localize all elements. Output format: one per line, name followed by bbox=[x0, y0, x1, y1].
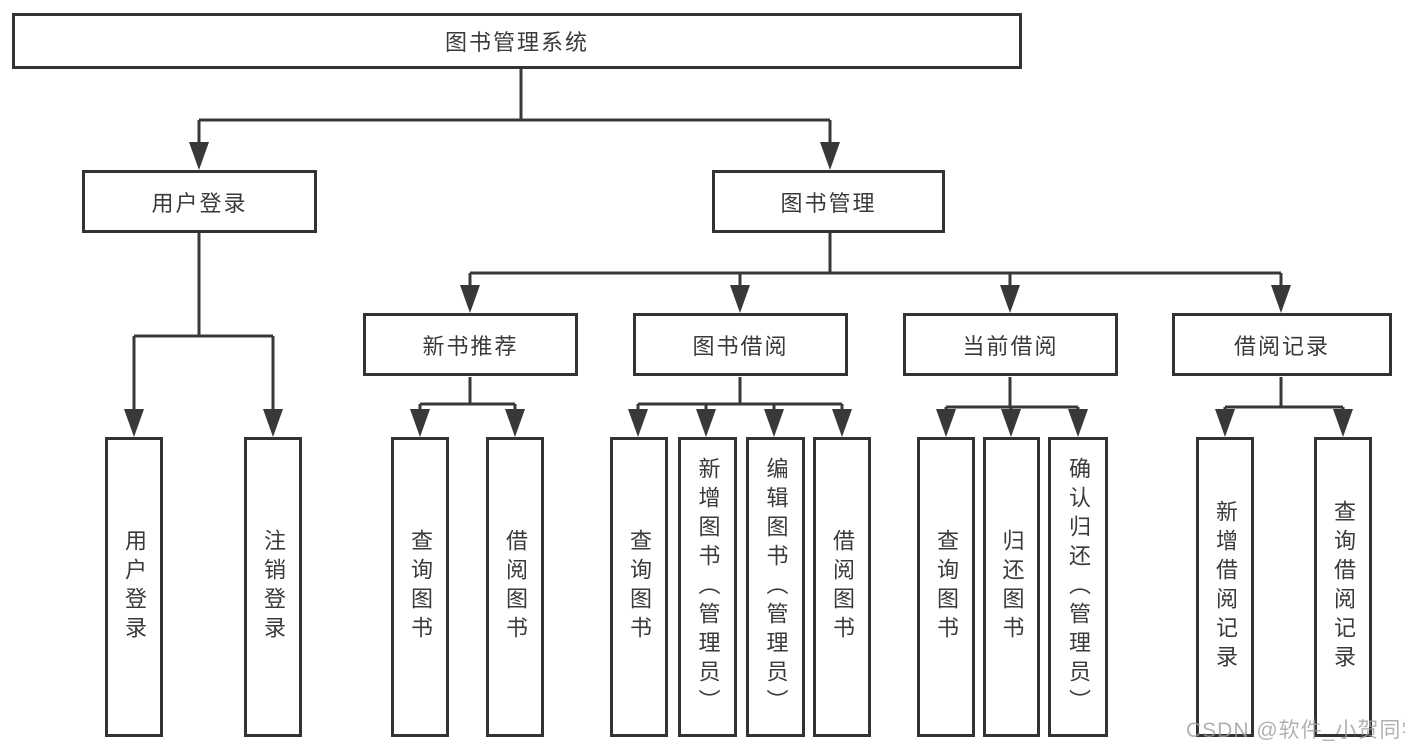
node-user-login: 用户登录 bbox=[82, 170, 317, 233]
node-root-label: 图书管理系统 bbox=[444, 30, 589, 55]
arrowhead-icon bbox=[263, 409, 283, 437]
node-book-mgmt: 图书管理 bbox=[712, 170, 945, 233]
arrowhead-icon bbox=[1001, 409, 1021, 437]
arrowhead-icon bbox=[460, 285, 480, 313]
leaf-logout: 注销登录 bbox=[244, 437, 302, 737]
leaf-bb-query-books-label: 查询图书 bbox=[627, 529, 652, 645]
arrowhead-icon bbox=[730, 285, 750, 313]
leaf-cb-return-books: 归还图书 bbox=[983, 437, 1040, 737]
arrowhead-icon bbox=[696, 409, 716, 437]
arrowhead-icon bbox=[832, 409, 852, 437]
leaf-bb-add-books-admin-label: 新增图书（管理员） bbox=[695, 456, 721, 718]
leaf-cb-return-books-label: 归还图书 bbox=[999, 529, 1025, 645]
watermark: CSDN @软件_小贺同学 bbox=[1186, 719, 1405, 742]
arrowhead-icon bbox=[189, 142, 209, 170]
leaf-bb-query-books: 查询图书 bbox=[610, 437, 668, 737]
edge-currentborrow-to-leaves bbox=[944, 377, 1080, 413]
node-current-borrow-label: 当前借阅 bbox=[962, 333, 1059, 359]
node-current-borrow: 当前借阅 bbox=[903, 313, 1118, 376]
node-book-mgmt-label: 图书管理 bbox=[780, 190, 877, 216]
arrowhead-icon bbox=[410, 409, 430, 437]
edge-root-to-level2 bbox=[197, 69, 832, 146]
edge-userlogin-to-leaves bbox=[132, 233, 275, 413]
arrowhead-icon bbox=[505, 409, 525, 437]
arrowheads bbox=[124, 142, 1353, 437]
arrowhead-icon bbox=[1068, 409, 1088, 437]
arrowhead-icon bbox=[1215, 409, 1235, 437]
leaf-bb-edit-books-admin: 编辑图书（管理员） bbox=[746, 437, 805, 737]
edge-newbook-to-leaves bbox=[418, 377, 517, 413]
arrowhead-icon bbox=[936, 409, 956, 437]
arrowhead-icon bbox=[820, 142, 840, 170]
edge-bookborrow-to-leaves bbox=[636, 377, 844, 413]
arrowhead-icon bbox=[628, 409, 648, 437]
node-root: 图书管理系统 bbox=[12, 13, 1022, 69]
arrowhead-icon bbox=[1000, 285, 1020, 313]
leaf-nb-query-books-label: 查询图书 bbox=[408, 529, 433, 645]
node-borrow-records: 借阅记录 bbox=[1172, 313, 1392, 376]
leaf-cb-confirm-return-admin: 确认归还（管理员） bbox=[1048, 437, 1108, 737]
leaf-logout-label: 注销登录 bbox=[261, 529, 286, 645]
leaf-bb-borrow-books: 借阅图书 bbox=[813, 437, 871, 737]
leaf-br-query-record-label: 查询借阅记录 bbox=[1331, 500, 1356, 674]
leaf-br-add-record: 新增借阅记录 bbox=[1196, 437, 1254, 737]
node-new-book-rec: 新书推荐 bbox=[363, 313, 578, 376]
node-book-borrow: 图书借阅 bbox=[633, 313, 848, 376]
leaf-br-query-record: 查询借阅记录 bbox=[1314, 437, 1372, 737]
node-book-borrow-label: 图书借阅 bbox=[692, 333, 789, 359]
leaf-nb-borrow-books-label: 借阅图书 bbox=[503, 529, 528, 645]
leaf-user-login-label: 用户登录 bbox=[122, 529, 147, 645]
leaf-bb-edit-books-admin-label: 编辑图书（管理员） bbox=[763, 456, 789, 718]
leaf-user-login: 用户登录 bbox=[105, 437, 163, 737]
arrowhead-icon bbox=[124, 409, 144, 437]
node-borrow-records-label: 借阅记录 bbox=[1233, 333, 1330, 359]
leaf-cb-confirm-return-admin-label: 确认归还（管理员） bbox=[1066, 456, 1091, 718]
leaf-cb-query-books: 查询图书 bbox=[917, 437, 975, 737]
edge-borrowrecords-to-leaves bbox=[1223, 377, 1345, 413]
arrowhead-icon bbox=[764, 409, 784, 437]
arrowhead-icon bbox=[1271, 285, 1291, 313]
leaf-nb-borrow-books: 借阅图书 bbox=[486, 437, 544, 737]
node-user-login-label: 用户登录 bbox=[151, 190, 248, 216]
arrowhead-icon bbox=[1333, 409, 1353, 437]
leaf-bb-add-books-admin: 新增图书（管理员） bbox=[678, 437, 737, 737]
leaf-br-add-record-label: 新增借阅记录 bbox=[1213, 500, 1238, 674]
edge-bookmgmt-to-level3 bbox=[468, 233, 1283, 289]
leaf-cb-query-books-label: 查询图书 bbox=[934, 529, 959, 645]
leaf-bb-borrow-books-label: 借阅图书 bbox=[830, 529, 855, 645]
leaf-nb-query-books: 查询图书 bbox=[391, 437, 449, 737]
node-new-book-rec-label: 新书推荐 bbox=[422, 333, 519, 359]
